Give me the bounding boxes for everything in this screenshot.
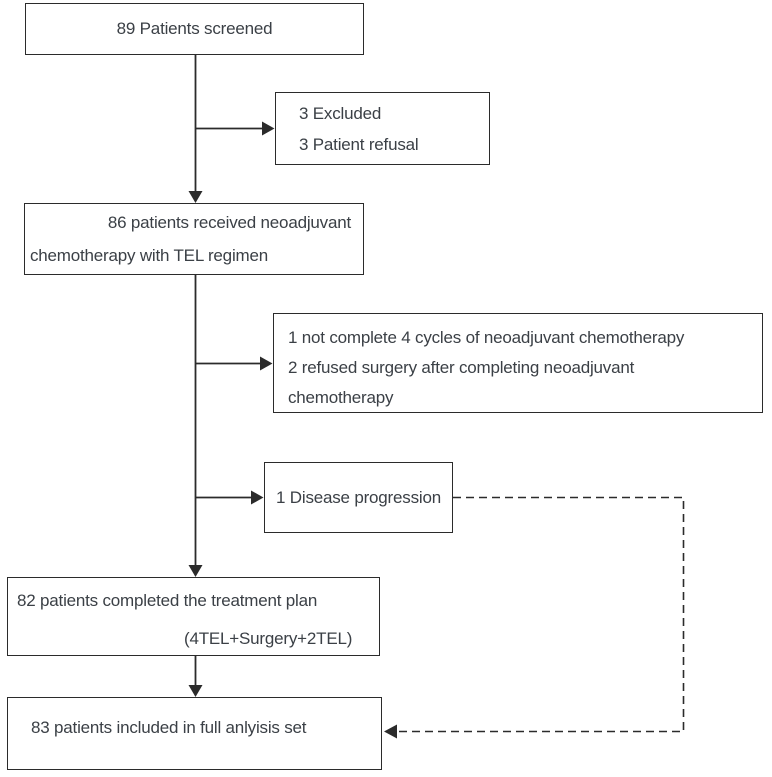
arrowhead-down-icon bbox=[188, 565, 203, 577]
box-line: 1 not complete 4 cycles of neoadjuvant c… bbox=[288, 328, 685, 347]
box-line: 1 Disease progression bbox=[276, 487, 441, 507]
box-excluded: 3 Excluded 3 Patient refusal bbox=[275, 92, 490, 165]
box-full-analysis-set: 83 patients included in full anlyisis se… bbox=[7, 697, 382, 770]
box-line: 2 refused surgery after completing neoad… bbox=[288, 358, 635, 377]
box-line: (4TEL+Surgery+2TEL) bbox=[184, 629, 353, 648]
box-line: 83 patients included in full anlyisis se… bbox=[31, 718, 307, 737]
box-completed-treatment: 82 patients completed the treatment plan… bbox=[7, 577, 380, 656]
box-neoadjuvant-chemotherapy: 86 patients received neoadjuvant chemoth… bbox=[24, 203, 364, 275]
box-line: 86 patients received neoadjuvant bbox=[107, 213, 351, 232]
arrowhead-left-icon bbox=[384, 724, 397, 739]
box-line: 3 Excluded bbox=[299, 103, 382, 123]
box-disease-progression: 1 Disease progression bbox=[264, 462, 453, 533]
arrowhead-right-icon bbox=[260, 356, 273, 371]
box-patients-screened: 89 Patients screened bbox=[25, 3, 364, 55]
box-line: 89 Patients screened bbox=[116, 19, 273, 38]
box-line: chemotherapy bbox=[288, 388, 394, 407]
box-line: chemotherapy with TEL regimen bbox=[30, 246, 268, 265]
arrowhead-right-icon bbox=[251, 490, 264, 505]
arrowhead-down-icon bbox=[188, 191, 203, 203]
box-line: 82 patients completed the treatment plan bbox=[17, 591, 318, 610]
arrowhead-down-icon bbox=[188, 685, 203, 697]
box-line: 3 Patient refusal bbox=[299, 134, 419, 154]
box-not-complete-refused: 1 not complete 4 cycles of neoadjuvant c… bbox=[273, 313, 763, 413]
arrowhead-right-icon bbox=[262, 121, 275, 136]
